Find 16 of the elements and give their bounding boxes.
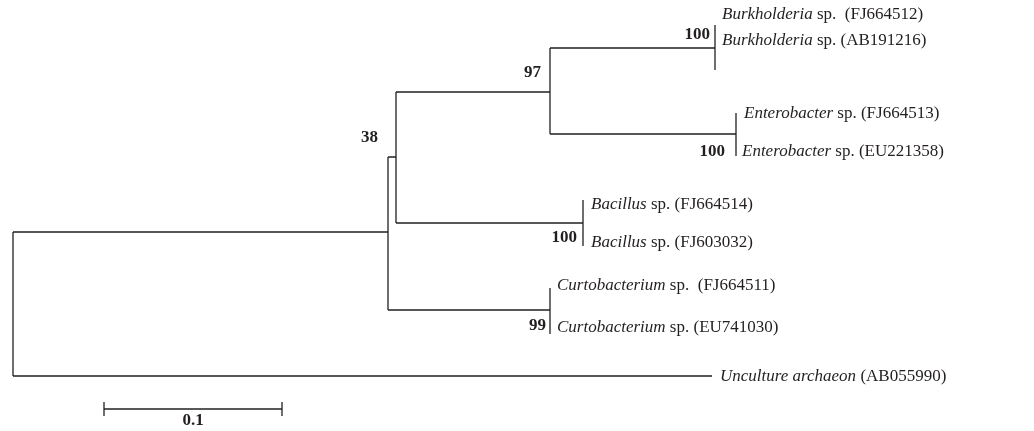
bootstrap-value: 38 xyxy=(361,127,378,147)
taxon-label: Unculture archaeon (AB055990) xyxy=(720,366,947,386)
bootstrap-value: 100 xyxy=(551,227,577,247)
bootstrap-value: 100 xyxy=(684,24,710,44)
scale-value: 0.1 xyxy=(182,410,204,430)
bootstrap-value: 100 xyxy=(699,141,725,161)
bootstrap-value: 97 xyxy=(524,62,541,82)
taxon-label: Enterobacter sp. (EU221358) xyxy=(742,141,944,161)
taxon-label: Bacillus sp. (FJ664514) xyxy=(591,194,753,214)
bootstrap-value: 99 xyxy=(529,315,546,335)
taxon-label: Bacillus sp. (FJ603032) xyxy=(591,232,753,252)
taxon-label: Enterobacter sp. (FJ664513) xyxy=(744,103,940,123)
taxon-label: Curtobacterium sp. (FJ664511) xyxy=(557,275,776,295)
taxon-label: Burkholderia sp. (FJ664512) xyxy=(722,4,924,24)
taxon-label: Burkholderia sp. (AB191216) xyxy=(722,30,927,50)
taxon-label: Curtobacterium sp. (EU741030) xyxy=(557,317,779,337)
